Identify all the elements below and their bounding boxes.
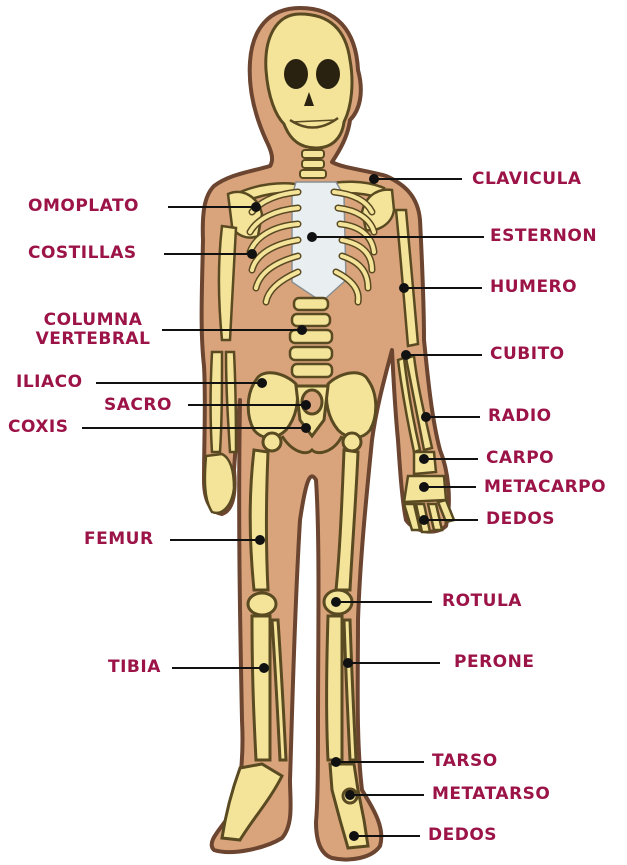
label-columna-line1: COLUMNA: [28, 311, 158, 330]
label-femur: FEMUR: [84, 530, 154, 549]
label-columna-line2: VERTEBRAL: [28, 330, 158, 349]
label-dedos-mano: DEDOS: [486, 510, 555, 529]
label-costillas: COSTILLAS: [28, 244, 137, 263]
label-perone: PERONE: [454, 653, 534, 672]
label-carpo: CARPO: [486, 449, 554, 468]
label-cubito: CUBITO: [490, 345, 565, 364]
cervical-vertebrae: [300, 150, 326, 178]
label-clavicula: CLAVICULA: [472, 170, 582, 189]
label-humero: HUMERO: [490, 278, 577, 297]
label-tibia: TIBIA: [108, 658, 161, 677]
label-columna-vertebral: COLUMNA VERTEBRAL: [28, 311, 158, 349]
label-sacro: SACRO: [104, 396, 172, 415]
label-dedos-pie: DEDOS: [428, 826, 497, 845]
label-esternon: ESTERNON: [490, 227, 597, 246]
label-omoplato: OMOPLATO: [28, 197, 139, 216]
label-rotula: ROTULA: [442, 592, 522, 611]
label-metacarpo: METACARPO: [484, 478, 606, 497]
label-tarso: TARSO: [432, 752, 498, 771]
label-radio: RADIO: [488, 407, 552, 426]
lumbar-vertebrae: [290, 298, 332, 377]
label-iliaco: ILIACO: [16, 373, 83, 392]
label-metatarso: METATARSO: [432, 785, 550, 804]
label-coxis: COXIS: [8, 418, 69, 437]
